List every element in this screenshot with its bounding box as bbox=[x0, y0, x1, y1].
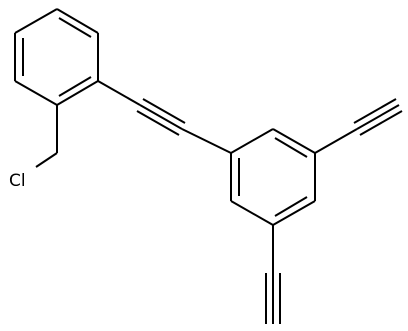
bond-b2-b3 bbox=[272, 128, 316, 154]
chloromethyl-bonds bbox=[35, 105, 58, 168]
ethynyl-bottom-bonds bbox=[265, 225, 281, 324]
bond-b4-b5 bbox=[272, 200, 316, 226]
bond-ethynyl-right-center bbox=[356, 104, 400, 130]
bond-a1-a2 bbox=[14, 8, 58, 34]
bond-b2-b3-inner bbox=[274, 137, 308, 158]
bond-a4-triple bbox=[97, 80, 141, 106]
bond-a4-a5-inner bbox=[58, 76, 92, 97]
bond-triple-lower bbox=[136, 110, 180, 136]
bond-a2-a3-inner bbox=[58, 17, 92, 38]
bond-a4-a5 bbox=[56, 80, 99, 106]
bond-triple-upper bbox=[142, 98, 186, 124]
bond-triple-center bbox=[139, 104, 183, 130]
ethynyl-right-bonds bbox=[314, 98, 403, 154]
bond-ethynyl-right-upper bbox=[353, 98, 397, 124]
bond-triple-b1 bbox=[181, 128, 232, 154]
bond-ethynyl-right-lower bbox=[359, 110, 403, 136]
alkyne-linker-bonds bbox=[97, 80, 232, 154]
ring-a-bonds bbox=[14, 8, 99, 106]
bond-b5-b6 bbox=[230, 200, 274, 226]
chlorine-label: Cl bbox=[9, 171, 26, 191]
bond-b3-ethynyl bbox=[314, 128, 358, 154]
ring-b-bonds bbox=[230, 128, 316, 226]
bond-b4-b5-inner bbox=[274, 196, 308, 217]
bond-a5-a6 bbox=[14, 80, 58, 106]
bond-ch2-cl bbox=[35, 152, 58, 168]
bond-a2-a3 bbox=[56, 8, 99, 34]
bond-b1-b2 bbox=[230, 128, 274, 154]
